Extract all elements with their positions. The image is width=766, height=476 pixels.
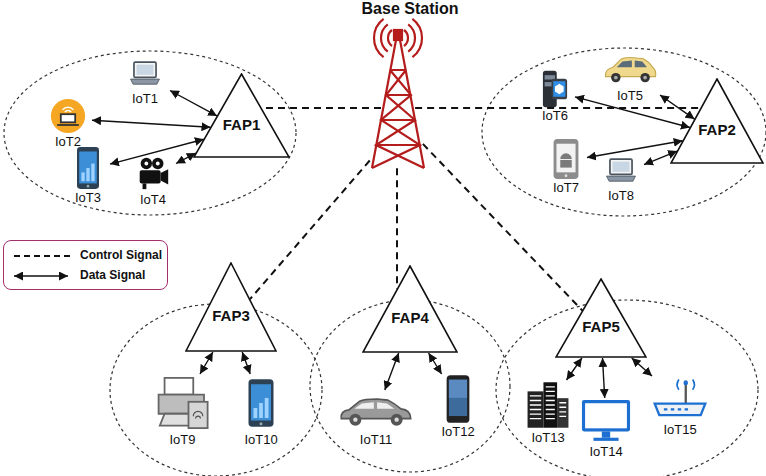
device-label: IoT8 (598, 188, 644, 203)
fap-label: FAP4 (362, 309, 458, 326)
device-icon (650, 376, 710, 422)
data-signal-arrow (632, 358, 652, 376)
legend-label: Control Signal (80, 248, 162, 262)
fap-triangle: FAP2 (670, 78, 764, 164)
device-label: IoT4 (130, 192, 176, 207)
device-icon (338, 390, 414, 432)
fap-label: FAP1 (193, 116, 290, 133)
iot-device: IoT8 (598, 154, 644, 204)
iot-device: IoT12 (438, 374, 478, 440)
cluster-ellipse (4, 51, 296, 215)
triangle-outline (193, 73, 290, 158)
iot-device: IoT5 (600, 54, 660, 104)
device-icon (66, 146, 110, 190)
cluster-ellipse (310, 300, 510, 472)
base-station: Base Station (340, 0, 480, 170)
cluster-ellipse (482, 48, 766, 216)
data-signal-arrow (176, 153, 196, 163)
fap-triangle: FAP4 (362, 265, 458, 353)
iot-device: IoT15 (650, 376, 710, 438)
iot-device: IoT14 (578, 398, 634, 460)
device-icon (155, 374, 210, 432)
fap-triangle: FAP1 (193, 73, 290, 158)
data-signal-arrow (644, 151, 677, 165)
data-signal-arrow (603, 358, 605, 398)
control-signal-line (262, 107, 382, 109)
device-label: IoT10 (236, 432, 286, 447)
device-label: IoT5 (600, 88, 660, 103)
device-icon (130, 154, 176, 192)
device-label: IoT14 (578, 444, 634, 459)
iot-device: IoT1 (120, 57, 170, 107)
fap-triangle: FAP3 (185, 262, 277, 352)
iot-device: IoT10 (236, 374, 286, 448)
data-signal-arrow (567, 358, 582, 380)
legend-row: Control Signal (10, 247, 165, 265)
device-icon (578, 398, 634, 444)
control-signal-line (415, 107, 700, 109)
data-signal-arrow (242, 352, 250, 374)
legend-arrow-sample (10, 267, 72, 285)
device-icon (236, 374, 286, 432)
fap-label: FAP3 (185, 307, 277, 324)
device-label: IoT15 (650, 422, 710, 437)
device-icon (598, 154, 644, 188)
control-signal-line (423, 144, 582, 311)
station-label: Base Station (340, 0, 480, 18)
iot-device: IoT4 (130, 154, 176, 208)
iot-device: IoT7 (545, 138, 587, 196)
data-signal-arrow (200, 352, 213, 374)
legend-label: Data Signal (80, 268, 145, 282)
device-icon (44, 98, 92, 134)
fap-triangle: FAP5 (555, 278, 647, 358)
legend-row: Data Signal (10, 267, 165, 285)
control-signal-line (396, 168, 398, 288)
device-label: IoT11 (338, 432, 414, 447)
data-signal-arrow (170, 91, 217, 116)
iot-device: IoT6 (535, 70, 575, 124)
data-signal-arrow (660, 95, 695, 119)
device-label: IoT7 (545, 180, 587, 195)
iot-device: IoT9 (155, 374, 210, 448)
iot-device: IoT13 (522, 380, 574, 446)
legend-box: Control SignalData Signal (3, 240, 168, 290)
device-label: IoT2 (44, 134, 92, 149)
iot-device: IoT2 (44, 98, 92, 150)
data-signal-arrow (575, 97, 690, 128)
device-icon (535, 70, 575, 108)
data-signal-arrow (110, 139, 204, 164)
iot-device: IoT3 (66, 146, 110, 206)
iot-device: IoT11 (338, 390, 414, 448)
data-signal-arrow (385, 353, 399, 390)
device-icon (600, 54, 660, 88)
control-signal-line (250, 161, 370, 300)
device-icon (438, 374, 478, 424)
data-signal-arrow (587, 141, 683, 158)
device-label: IoT12 (438, 424, 478, 439)
fap-label: FAP2 (670, 121, 764, 138)
device-label: IoT13 (522, 430, 574, 445)
device-icon (120, 57, 170, 91)
device-label: IoT3 (66, 190, 110, 205)
data-signal-arrow (429, 353, 442, 374)
device-label: IoT1 (120, 91, 170, 106)
device-icon (522, 380, 574, 430)
device-label: IoT6 (535, 108, 575, 123)
legend-line-sample (10, 247, 72, 265)
tower-symbol (372, 19, 424, 168)
data-signal-arrow (92, 120, 211, 127)
fap-label: FAP5 (555, 318, 647, 335)
device-icon (545, 138, 587, 180)
device-label: IoT9 (155, 432, 210, 447)
